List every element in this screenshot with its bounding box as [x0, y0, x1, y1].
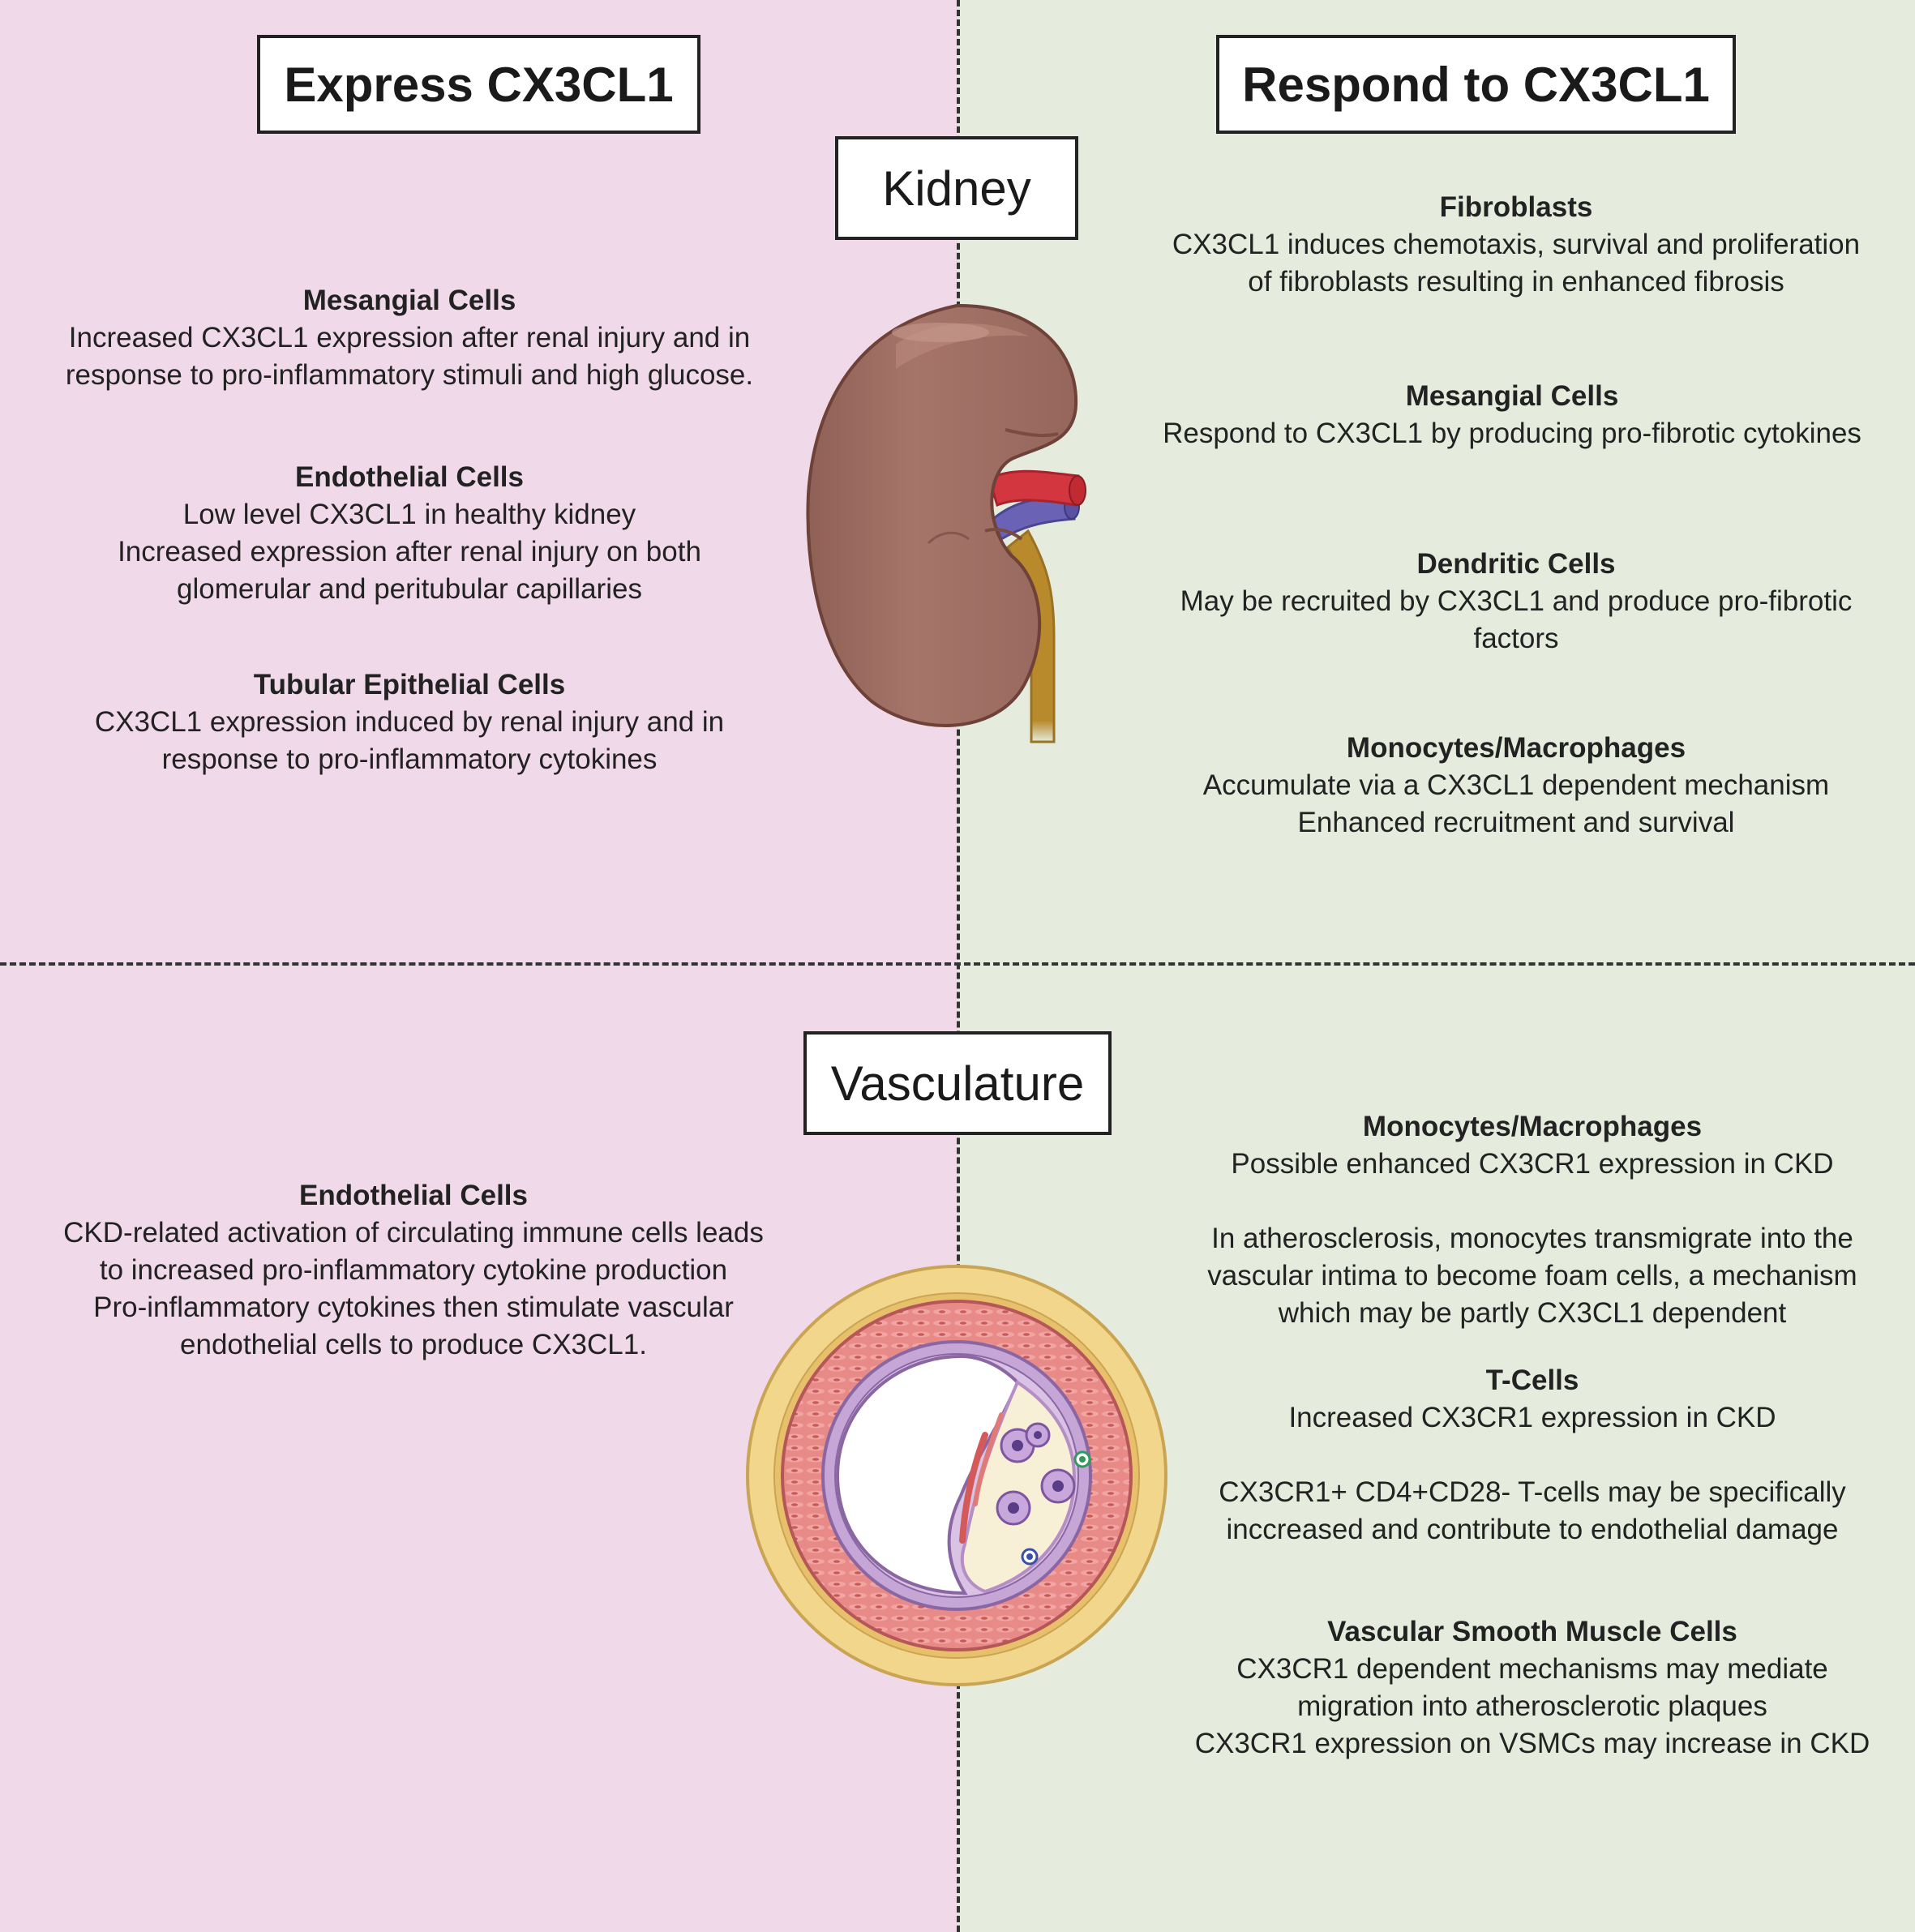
block-title: Fibroblasts: [1439, 191, 1593, 223]
express-kidney-mesangial: Mesangial Cells Increased CX3CL1 express…: [16, 282, 803, 394]
block-title: T-Cells: [1485, 1364, 1579, 1396]
block-line: Possible enhanced CX3CR1 expression in C…: [1231, 1148, 1834, 1180]
block-title: Mesangial Cells: [1405, 380, 1619, 412]
block-line: Enhanced recruitment and survival: [1297, 807, 1735, 838]
block-title: Endothelial Cells: [299, 1180, 528, 1211]
block-line: CX3CR1+ CD4+CD28- T-cells may be specifi…: [1219, 1476, 1846, 1508]
block-line: vascular intima to become foam cells, a …: [1207, 1260, 1857, 1292]
respond-vasc-vsmc: Vascular Smooth Muscle Cells CX3CR1 depe…: [1135, 1613, 1915, 1763]
block-line: glomerular and peritubular capillaries: [177, 573, 642, 605]
block-line: Low level CX3CL1 in healthy kidney: [182, 499, 636, 530]
block-line: response to pro-inflammatory stimuli and…: [65, 359, 754, 391]
respond-kidney-fibroblasts: Fibroblasts CX3CL1 induces chemotaxis, s…: [1119, 189, 1913, 301]
block-line: response to pro-inflammatory cytokines: [161, 743, 658, 775]
block-line: CX3CR1 expression on VSMCs may increase …: [1194, 1728, 1870, 1759]
block-line: factors: [1473, 623, 1559, 654]
block-gap: [1135, 1437, 1915, 1474]
express-vasc-endothelial: Endothelial Cells CKD-related activation…: [16, 1177, 811, 1364]
block-title: Monocytes/Macrophages: [1346, 732, 1686, 764]
block-title: Tubular Epithelial Cells: [253, 669, 566, 700]
artery-cross-section-illustration: [746, 1265, 1167, 1686]
block-title: Mesangial Cells: [302, 285, 516, 316]
block-line: Respond to CX3CL1 by producing pro-fibro…: [1163, 418, 1861, 449]
block-line: endothelial cells to produce CX3CL1.: [180, 1329, 647, 1360]
block-line: inccreased and contribute to endothelial…: [1226, 1514, 1839, 1545]
kidney-illustration: [806, 303, 1086, 743]
block-line: CX3CL1 expression induced by renal injur…: [94, 706, 725, 738]
block-line: to increased pro-inflammatory cytokine p…: [99, 1254, 728, 1286]
block-title: Dendritic Cells: [1416, 548, 1616, 580]
block-gap: [1135, 1183, 1915, 1220]
block-line: which may be partly CX3CL1 dependent: [1278, 1297, 1787, 1329]
block-line: Increased expression after renal injury …: [118, 536, 701, 568]
vertical-dashed-divider: [957, 0, 960, 1932]
block-line: Accumulate via a CX3CL1 dependent mechan…: [1202, 769, 1830, 801]
block-title: Endothelial Cells: [295, 461, 524, 493]
respond-vasc-monocytes: Monocytes/Macrophages Possible enhanced …: [1135, 1108, 1915, 1332]
block-line: Increased CX3CR1 expression in CKD: [1288, 1402, 1776, 1433]
express-kidney-endothelial: Endothelial Cells Low level CX3CL1 in he…: [16, 459, 803, 608]
vasculature-section-label: Vasculature: [803, 1031, 1112, 1135]
horizontal-dashed-divider: [0, 962, 1915, 966]
respond-kidney-dendritic: Dendritic Cells May be recruited by CX3C…: [1119, 546, 1913, 658]
block-line: In atherosclerosis, monocytes transmigra…: [1211, 1223, 1853, 1254]
express-header: Express CX3CL1: [257, 35, 700, 134]
block-title: Vascular Smooth Muscle Cells: [1327, 1616, 1737, 1647]
kidney-section-label: Kidney: [835, 136, 1078, 240]
block-line: migration into atherosclerotic plaques: [1297, 1690, 1767, 1722]
express-kidney-tubular: Tubular Epithelial Cells CX3CL1 expressi…: [16, 666, 803, 778]
block-line: Pro-inflammatory cytokines then stimulat…: [93, 1292, 734, 1323]
block-line: CKD-related activation of circulating im…: [63, 1217, 764, 1249]
respond-kidney-mesangial: Mesangial Cells Respond to CX3CL1 by pro…: [1119, 378, 1905, 452]
block-line: CX3CL1 induces chemotaxis, survival and …: [1172, 229, 1861, 260]
respond-vasc-tcells: T-Cells Increased CX3CR1 expression in C…: [1135, 1362, 1915, 1549]
respond-header: Respond to CX3CL1: [1216, 35, 1736, 134]
block-line: May be recruited by CX3CL1 and produce p…: [1180, 585, 1853, 617]
block-line: CX3CR1 dependent mechanisms may mediate: [1236, 1653, 1828, 1685]
block-line: of fibroblasts resulting in enhanced fib…: [1248, 266, 1784, 298]
respond-kidney-monocytes: Monocytes/Macrophages Accumulate via a C…: [1119, 730, 1913, 842]
block-title: Monocytes/Macrophages: [1362, 1111, 1703, 1142]
block-line: Increased CX3CL1 expression after renal …: [68, 322, 751, 353]
